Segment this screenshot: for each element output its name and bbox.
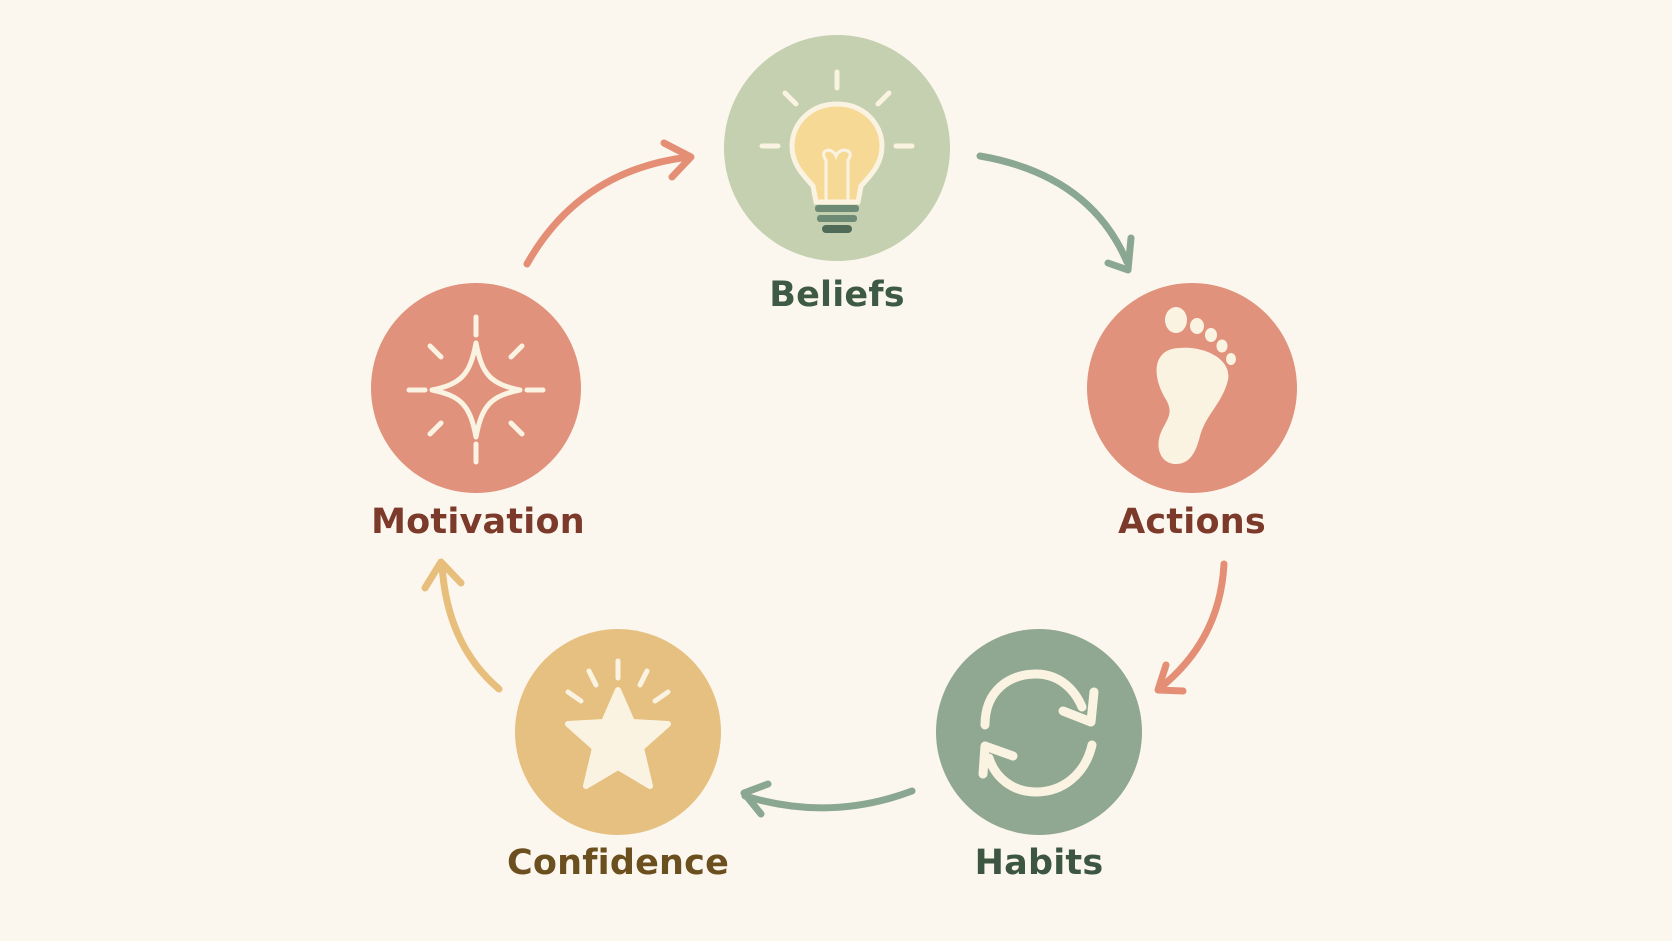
node-label-motivation: Motivation <box>371 502 585 542</box>
arrow-beliefs-to-actions <box>976 152 1135 274</box>
node-label-actions: Actions <box>1118 502 1266 542</box>
star-icon <box>565 658 671 789</box>
footprint-icon <box>1156 307 1236 464</box>
arrow-confidence-to-motivation <box>421 558 503 693</box>
arrow-motivation-to-beliefs <box>523 139 695 268</box>
node-label-beliefs: Beliefs <box>769 275 905 315</box>
node-habits <box>936 629 1142 835</box>
node-label-habits: Habits <box>974 843 1104 883</box>
cycle-arrows-icon <box>978 669 1099 797</box>
node-label-confidence: Confidence <box>506 843 730 883</box>
node-beliefs <box>724 35 950 261</box>
node-confidence <box>515 629 721 835</box>
lightbulb-icon <box>759 69 915 233</box>
node-motivation <box>371 283 581 493</box>
node-actions <box>1087 283 1297 493</box>
arrow-habits-to-confidence <box>740 780 916 818</box>
sparkle-icon <box>406 314 546 465</box>
arrow-actions-to-habits <box>1154 560 1228 695</box>
